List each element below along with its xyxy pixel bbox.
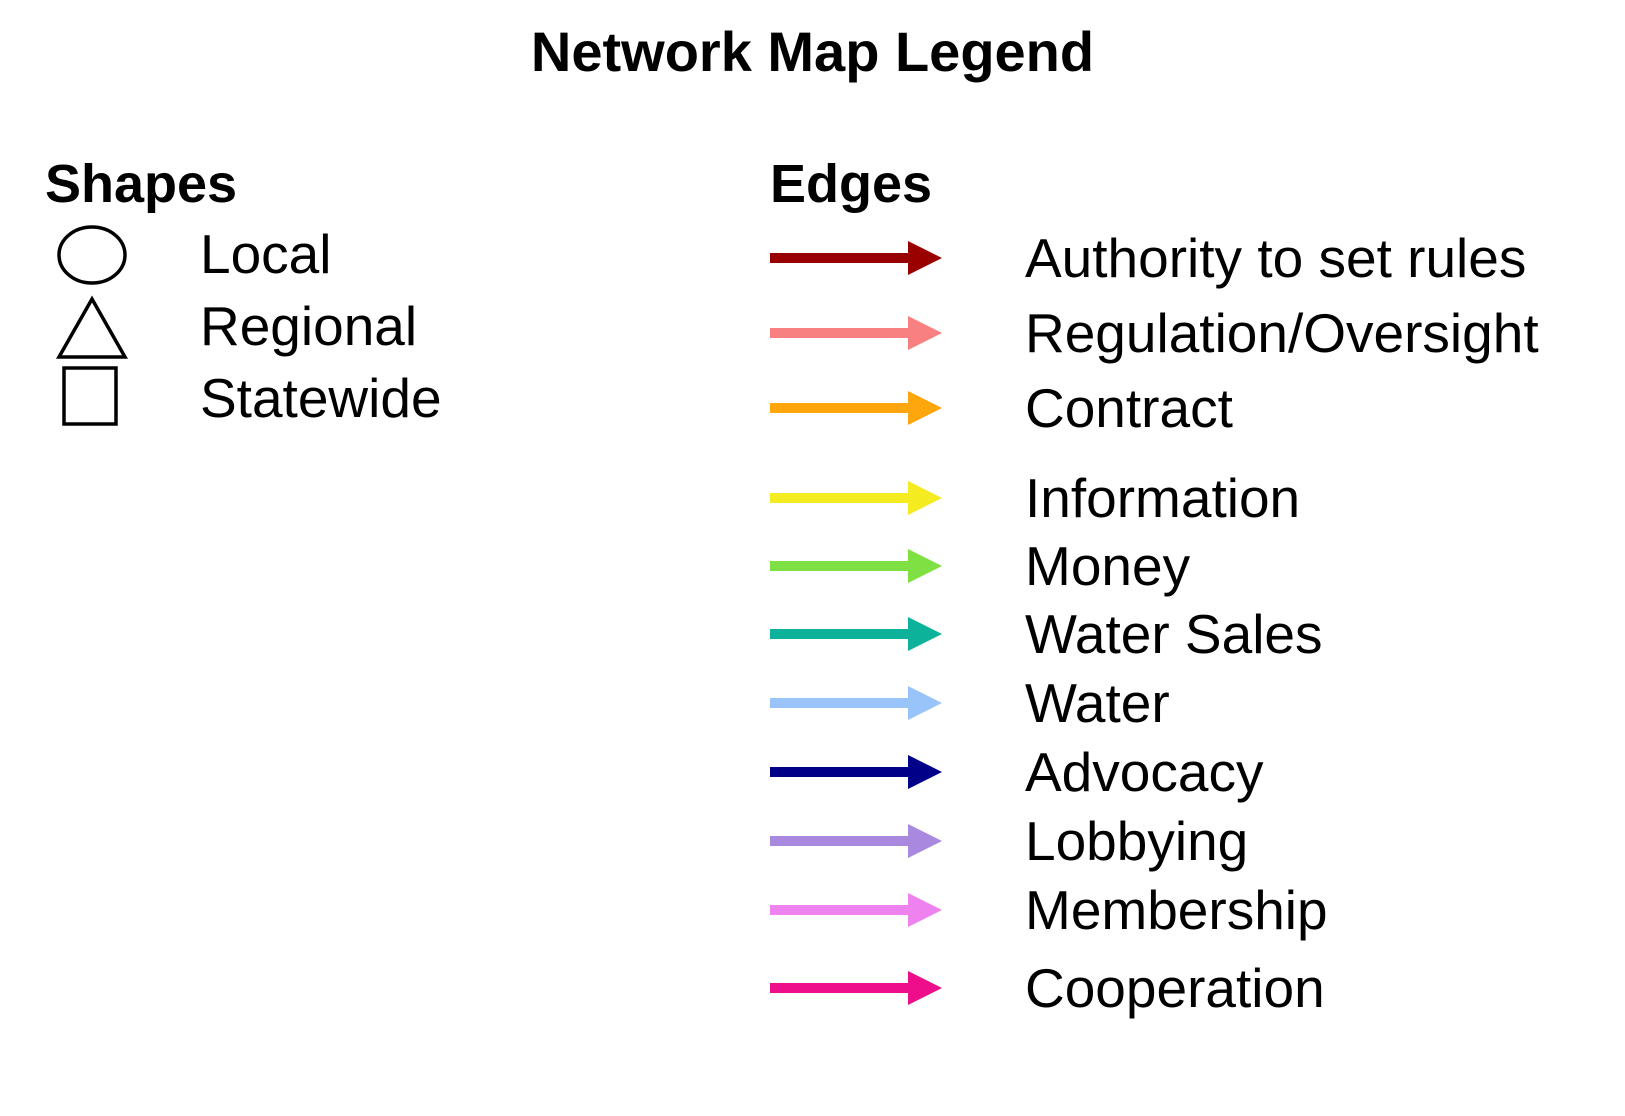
square-icon: [62, 366, 118, 426]
triangle-icon: [55, 295, 129, 359]
arrow-water-icon: [770, 686, 942, 720]
edge-label-water-sales: Water Sales: [1025, 603, 1323, 665]
arrow-information-icon: [770, 481, 942, 515]
edges-heading: Edges: [770, 154, 933, 214]
shapes-heading: Shapes: [45, 154, 238, 214]
edge-label-water: Water: [1025, 672, 1170, 734]
arrow-money-icon: [770, 549, 942, 583]
edge-label-authority: Authority to set rules: [1025, 227, 1527, 289]
edge-label-information: Information: [1025, 467, 1301, 529]
circle-icon: [57, 225, 127, 285]
edge-label-contract: Contract: [1025, 377, 1233, 439]
edge-label-cooperation: Cooperation: [1025, 957, 1325, 1019]
shape-label-local: Local: [200, 223, 332, 285]
shape-label-statewide: Statewide: [200, 367, 442, 429]
edge-label-membership: Membership: [1025, 879, 1328, 941]
arrow-advocacy-icon: [770, 755, 942, 789]
edge-label-money: Money: [1025, 535, 1191, 597]
shape-label-regional: Regional: [200, 295, 418, 357]
arrow-regulation-icon: [770, 316, 942, 350]
arrow-authority-icon: [770, 241, 942, 275]
arrow-lobbying-icon: [770, 824, 942, 858]
edge-label-advocacy: Advocacy: [1025, 741, 1264, 803]
legend-title: Network Map Legend: [530, 20, 1095, 83]
arrow-contract-icon: [770, 391, 942, 425]
edge-label-regulation: Regulation/Oversight: [1025, 302, 1539, 364]
arrow-cooperation-icon: [770, 971, 942, 1005]
edge-label-lobbying: Lobbying: [1025, 810, 1249, 872]
arrow-water-sales-icon: [770, 617, 942, 651]
arrow-membership-icon: [770, 893, 942, 927]
